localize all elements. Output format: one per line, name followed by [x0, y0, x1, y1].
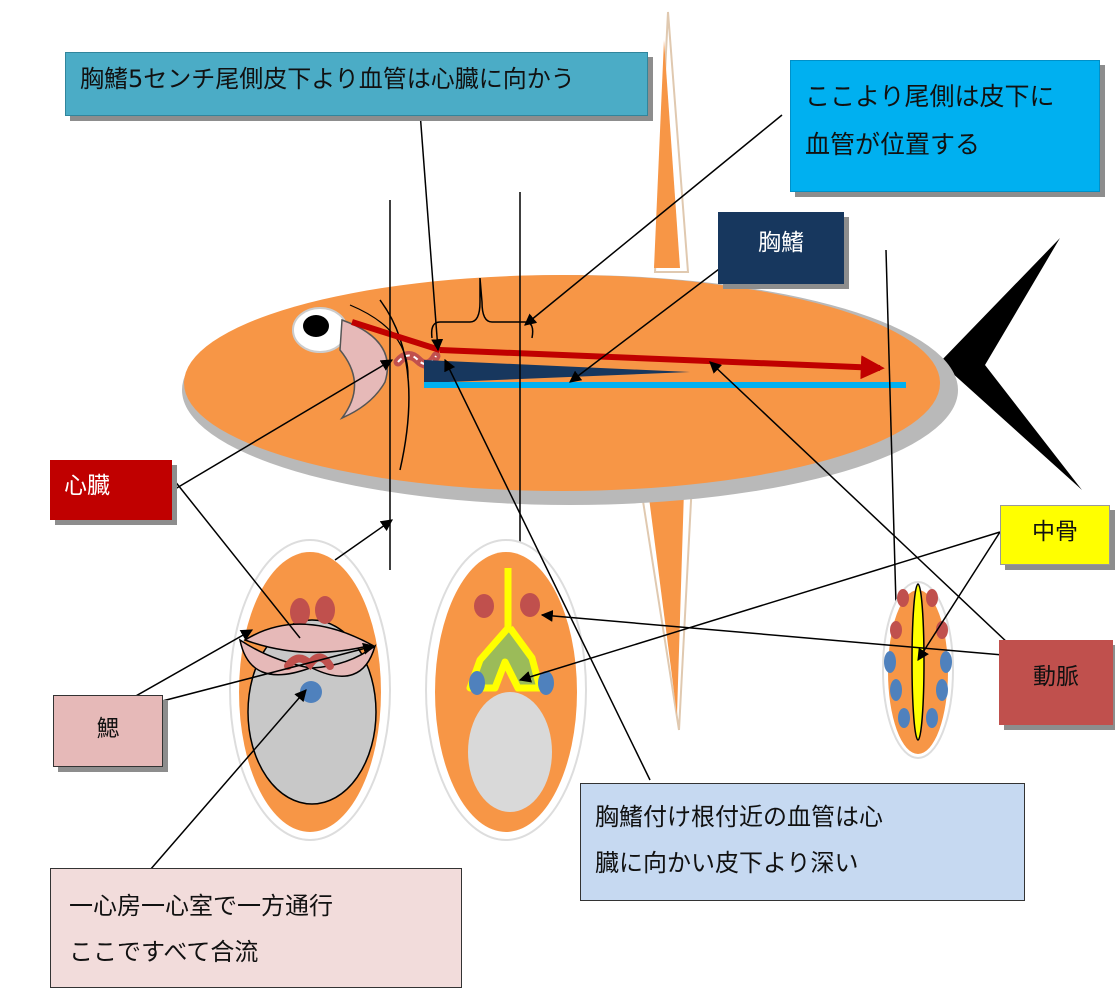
- fish-body: [182, 275, 958, 505]
- label-gill: 鰓: [53, 695, 163, 767]
- label-backbone: 中骨: [1000, 505, 1110, 565]
- cross-section-1: [229, 539, 391, 841]
- note-tail-side-line1: ここより尾側は皮下に: [805, 82, 1055, 111]
- label-heart-text: 心臓: [64, 473, 110, 499]
- note-tail-side: ここより尾側は皮下に 血管が位置する: [790, 60, 1100, 192]
- dorsal-fin: [653, 11, 690, 273]
- eye-icon: [292, 307, 348, 353]
- tail-fin: [940, 238, 1082, 490]
- cross-section-3: [882, 581, 954, 759]
- label-artery: 動脈: [999, 640, 1113, 725]
- label-gill-text: 鰓: [96, 716, 120, 742]
- pectoral-fin-shape: [424, 360, 690, 383]
- note-pectoral-5cm: 胸鰭5センチ尾側皮下より血管は心臓に向かう: [65, 52, 648, 116]
- ventral-fin: [638, 481, 694, 731]
- label-backbone-text: 中骨: [1032, 519, 1078, 545]
- leader-lines: [119, 111, 1011, 871]
- label-pectoral-fin-text: 胸鰭: [758, 230, 804, 256]
- gill-arc: [339, 318, 389, 420]
- note-deep-vessel-line2: 臓に向かい皮下より深い: [595, 849, 859, 877]
- note-deep-vessel: 胸鰭付け根付近の血管は心 臓に向かい皮下より深い: [580, 783, 1025, 901]
- label-pectoral-fin: 胸鰭: [718, 212, 844, 284]
- section-line-3: [885, 249, 898, 641]
- label-artery-text: 動脈: [1033, 664, 1079, 690]
- artery-line: [351, 319, 441, 353]
- note-deep-vessel-line1: 胸鰭付け根付近の血管は心: [595, 803, 883, 831]
- note-atrium-ventricle-line1: 一心房一心室で一方通行: [69, 892, 333, 920]
- cross-section-2: [425, 539, 587, 841]
- artery-line-main: [439, 347, 885, 380]
- note-atrium-ventricle-line2: ここですべて合流: [69, 938, 259, 966]
- label-heart: 心臓: [50, 460, 172, 520]
- note-atrium-ventricle: 一心房一心室で一方通行 ここですべて合流: [50, 868, 462, 988]
- note-pectoral-5cm-text: 胸鰭5センチ尾側皮下より血管は心臓に向かう: [80, 65, 575, 93]
- note-tail-side-line2: 血管が位置する: [805, 130, 981, 159]
